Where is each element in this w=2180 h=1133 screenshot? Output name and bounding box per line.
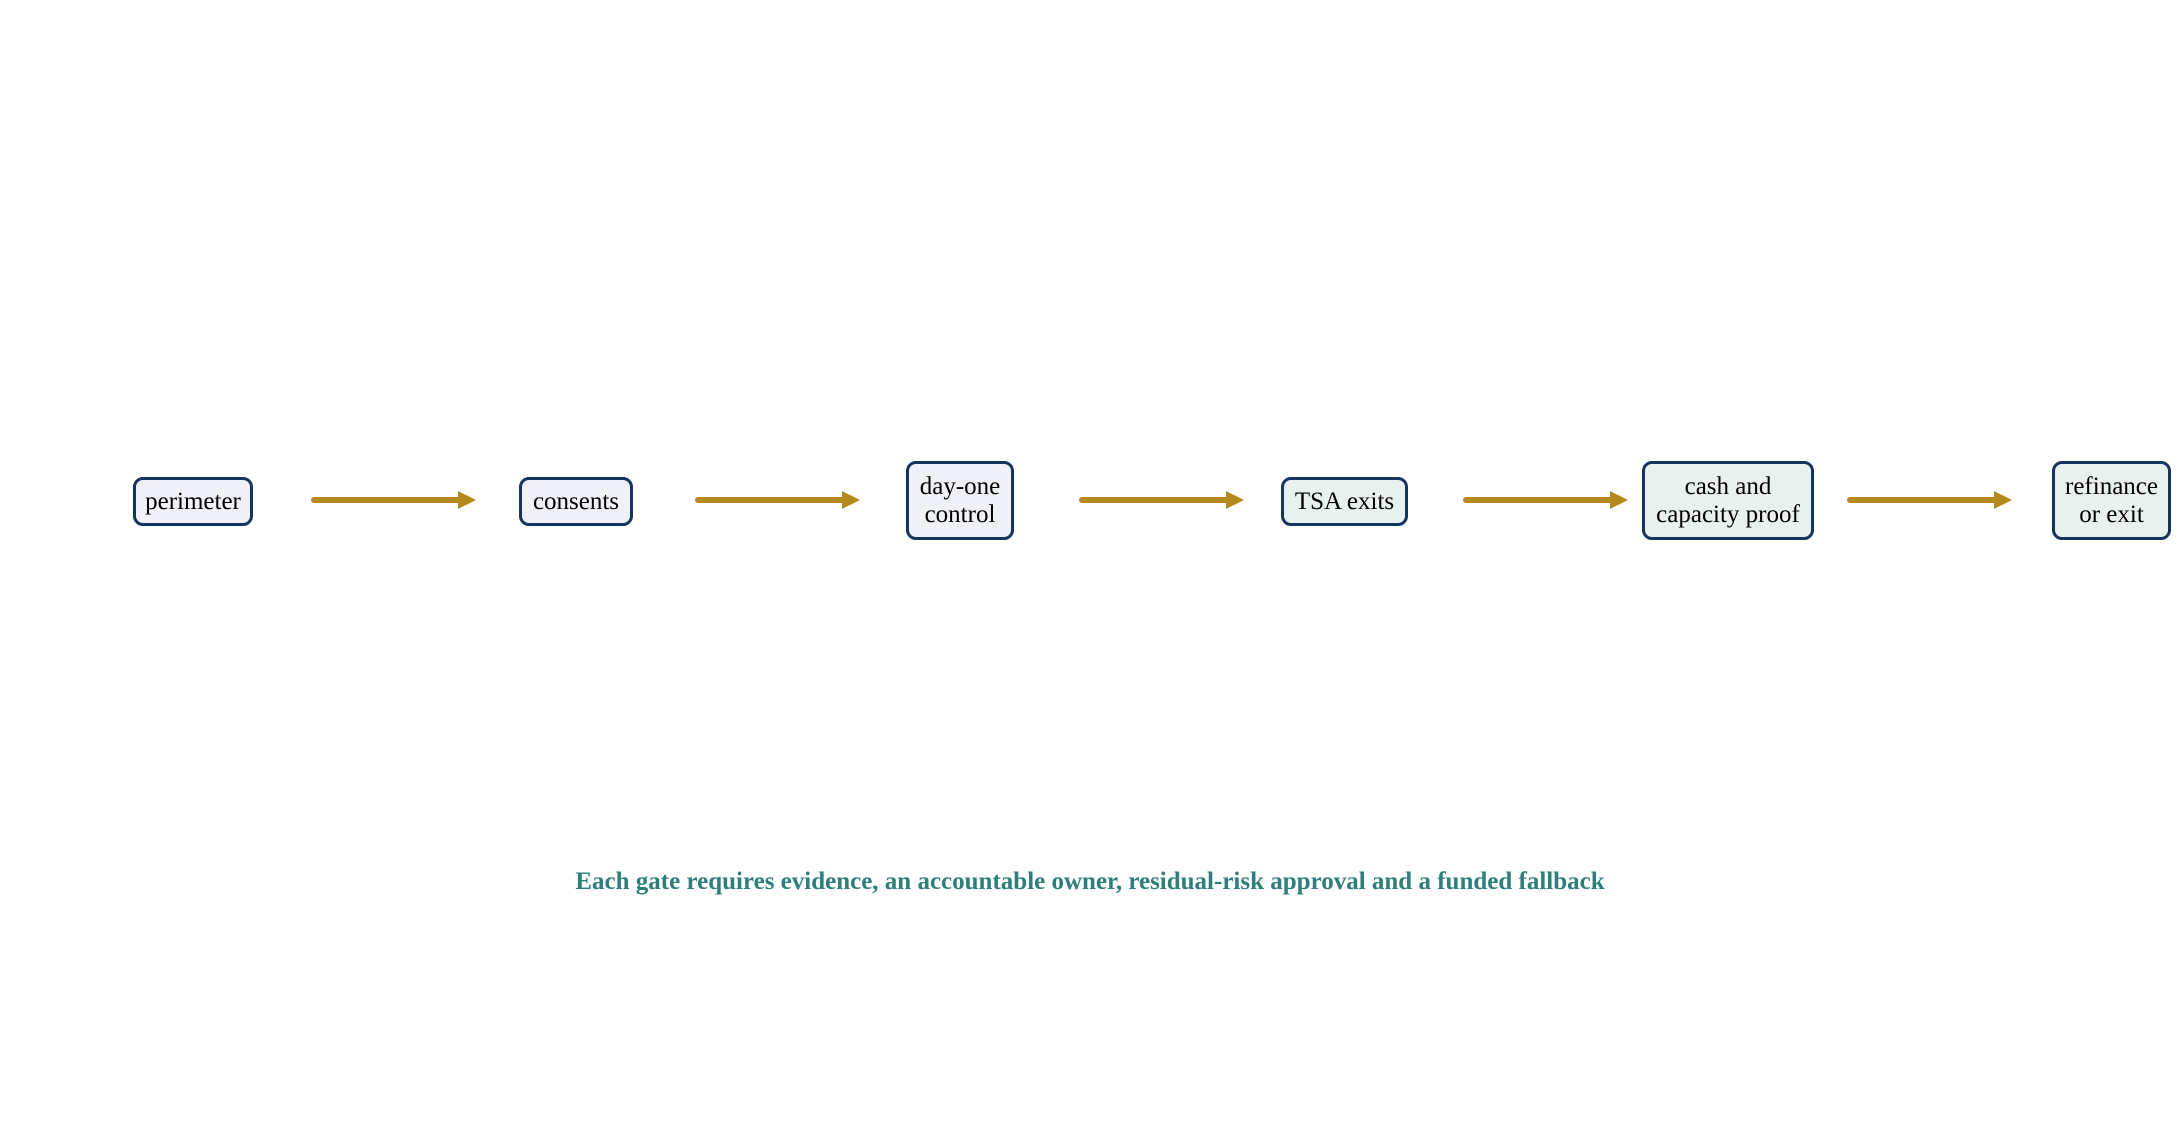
arrow-consents-to-day-one-control — [695, 491, 860, 509]
arrow-cash-and-capacity-proof-to-refinance-or-exit — [1847, 491, 2012, 509]
node-tsa-exits: TSA exits — [1281, 477, 1408, 526]
arrow-perimeter-to-consents — [311, 491, 476, 509]
node-refinance-or-exit: refinance or exit — [2052, 461, 2171, 540]
node-cash-and-capacity-proof: cash and capacity proof — [1642, 461, 1814, 540]
arrow-tsa-exits-to-cash-and-capacity-proof — [1463, 491, 1628, 509]
node-perimeter: perimeter — [133, 477, 253, 526]
arrow-day-one-control-to-tsa-exits — [1079, 491, 1244, 509]
diagram-caption: Each gate requires evidence, an accounta… — [575, 868, 1605, 895]
node-consents: consents — [519, 477, 633, 526]
node-day-one-control: day-one control — [906, 461, 1014, 540]
